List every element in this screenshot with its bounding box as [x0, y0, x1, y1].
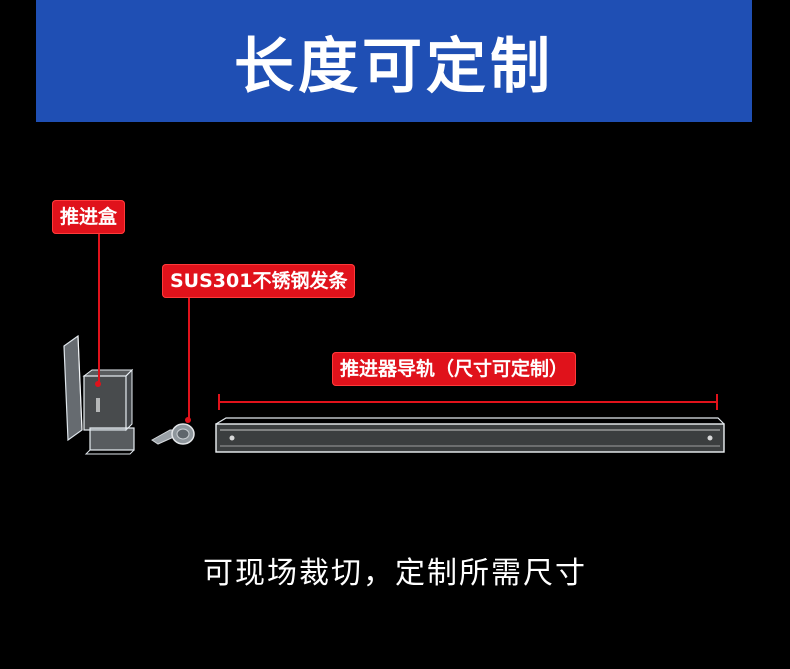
spring-pointer-dot — [185, 417, 191, 423]
pusher-box-pointer-dot — [95, 381, 101, 387]
title-banner: 长度可定制 — [36, 0, 752, 122]
spring-label: SUS301不锈钢发条 — [162, 264, 356, 298]
rail-image — [215, 417, 725, 453]
pusher-box-label: 推进盒 — [52, 200, 126, 234]
caption-text: 可现场裁切，定制所需尺寸 — [203, 556, 587, 591]
pusher-box-image — [63, 334, 135, 455]
rail-dimension-line — [219, 401, 718, 403]
rail-dimension-end-right — [716, 394, 718, 410]
banner-title: 长度可定制 — [234, 31, 554, 102]
spring-pointer — [188, 298, 190, 420]
rail-label: 推进器导轨（尺寸可定制） — [332, 352, 577, 386]
pusher-box-pointer — [98, 234, 100, 384]
spring-image — [151, 423, 195, 445]
